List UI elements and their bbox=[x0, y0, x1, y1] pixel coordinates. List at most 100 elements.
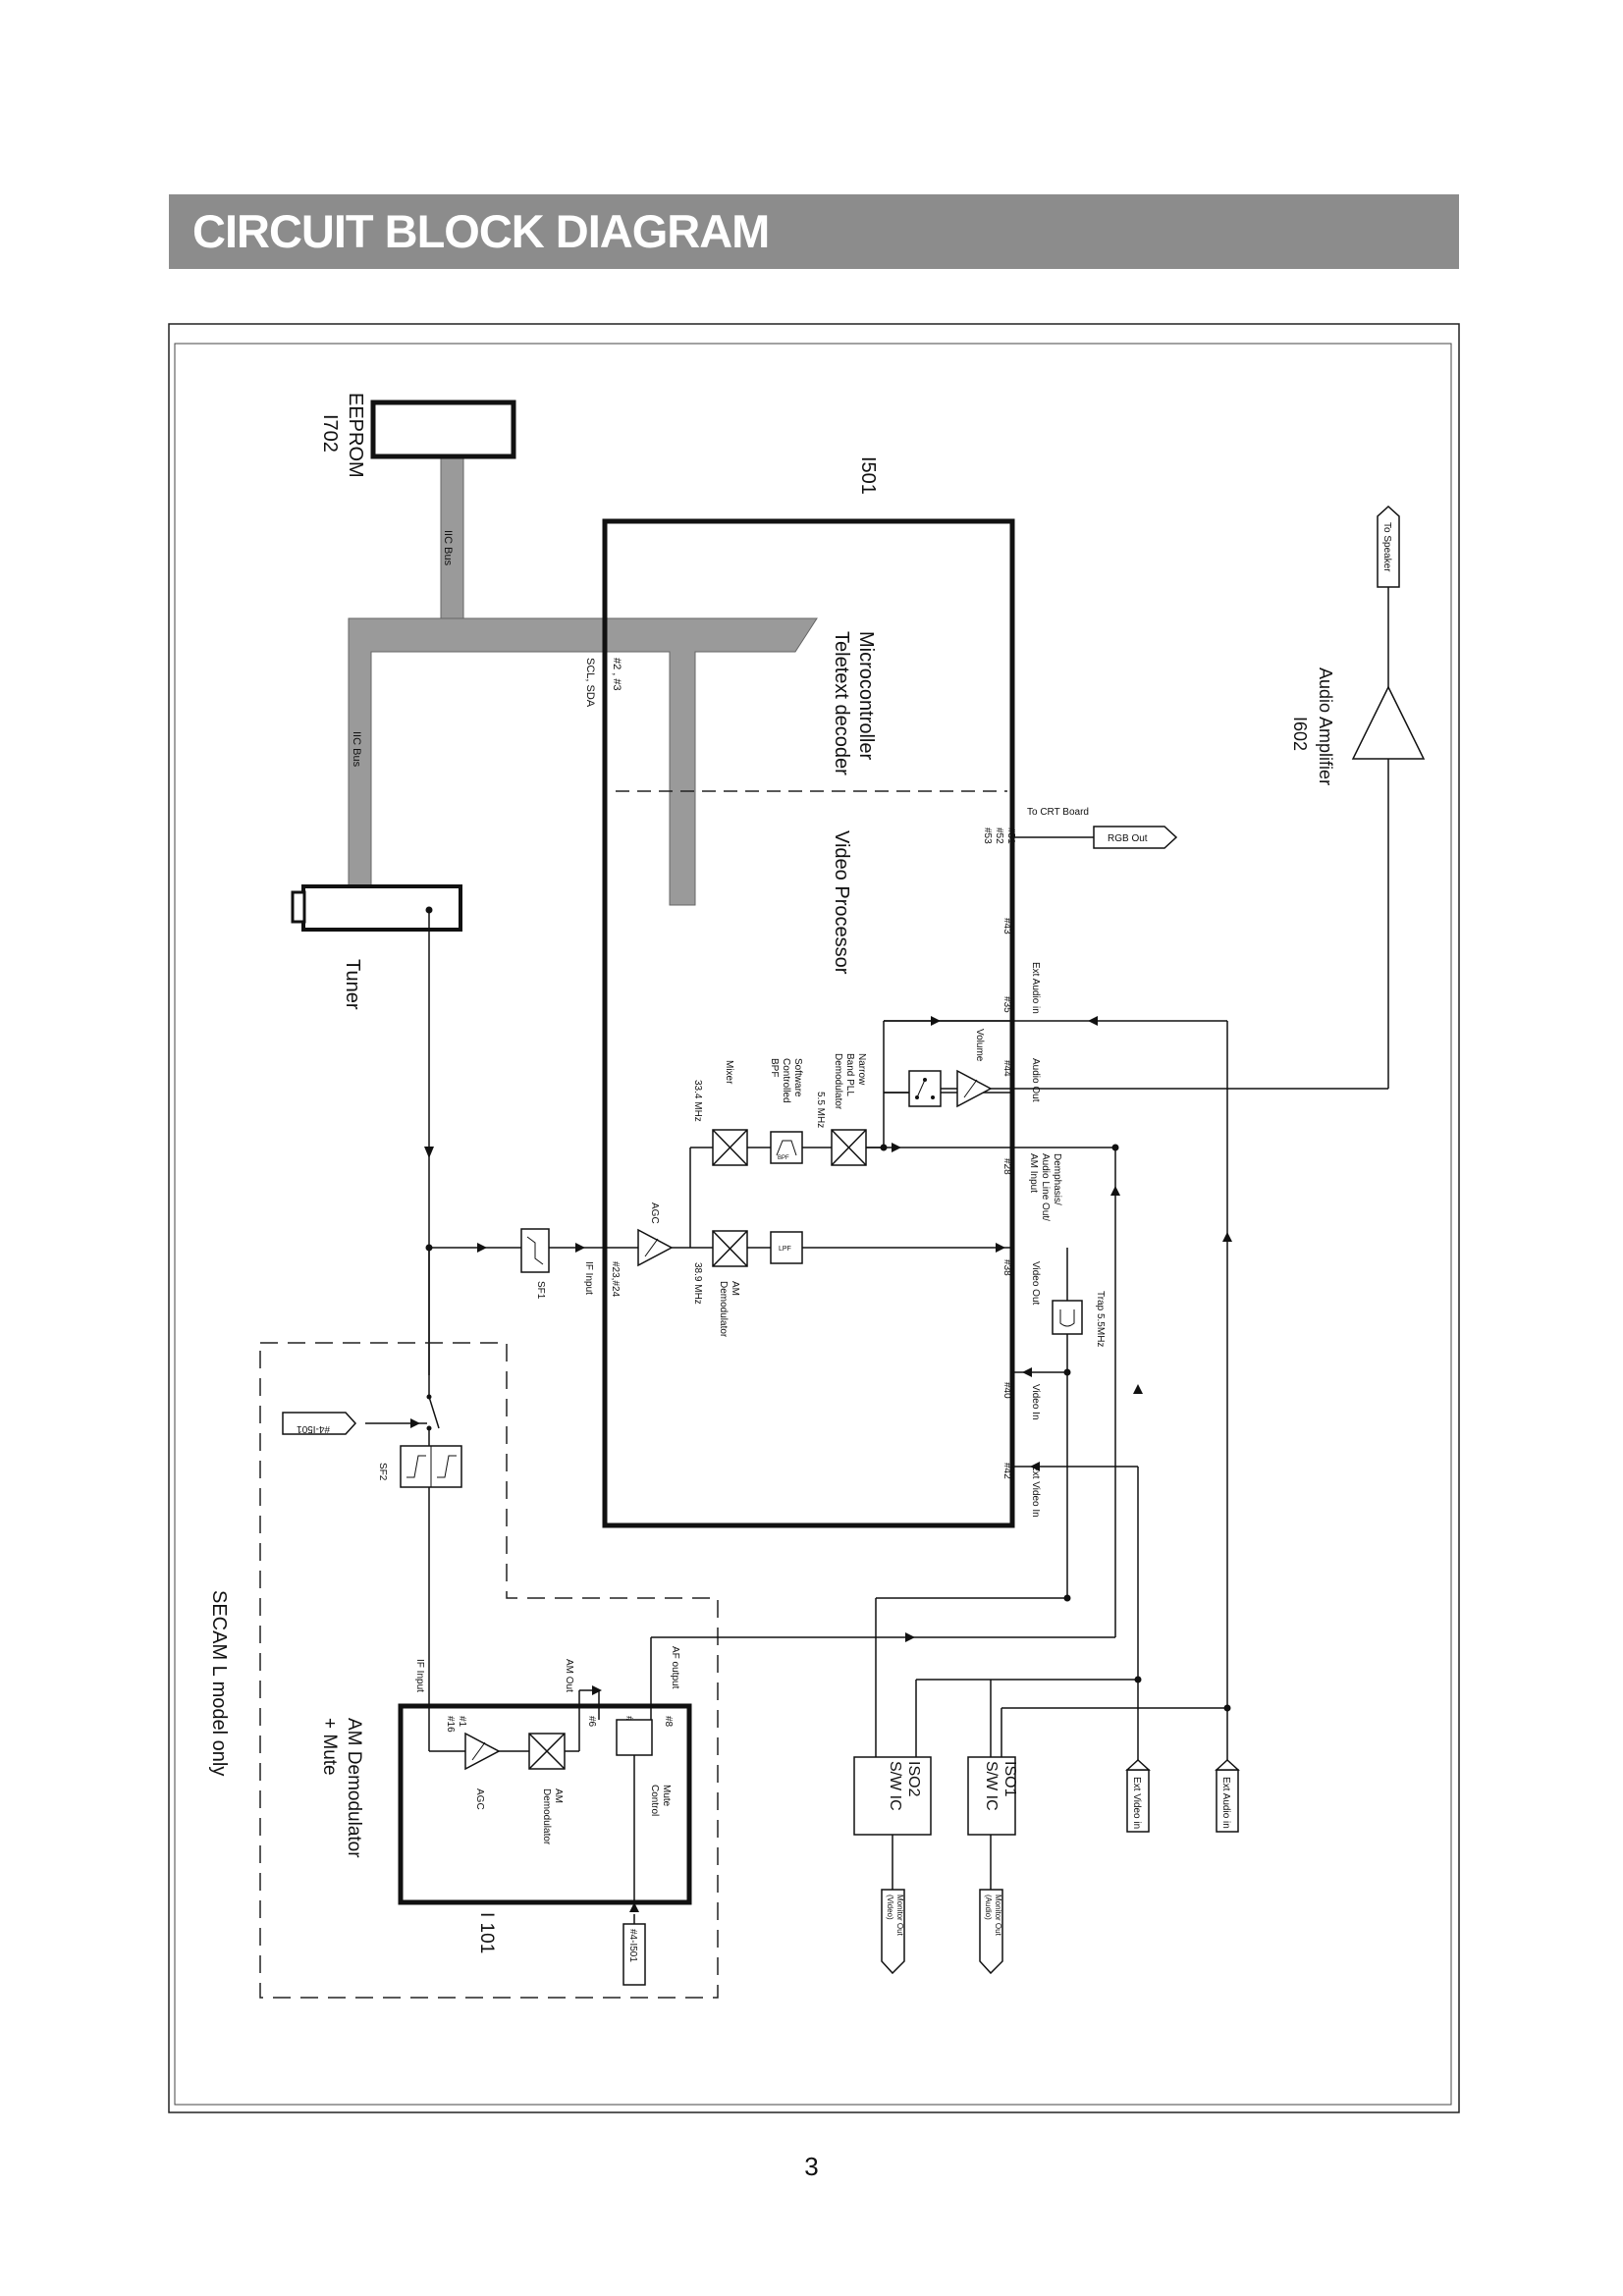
mute-box bbox=[616, 1719, 653, 1756]
iic-pins-label: SCL, SDA bbox=[584, 658, 596, 708]
node-iso-3 bbox=[1063, 1594, 1071, 1602]
ref-i501-2: #4-I501 bbox=[627, 1929, 638, 1962]
rgb-out-label: RGB Out bbox=[1108, 833, 1148, 844]
if-input-label: IF Input bbox=[583, 1261, 594, 1295]
demph-1: Demphasis/ bbox=[1052, 1153, 1062, 1205]
lpf-label: LPF bbox=[779, 1246, 791, 1253]
soft-1: Software bbox=[792, 1058, 803, 1097]
tuner-arrow bbox=[424, 1147, 434, 1158]
monitor-audio-2: (Audio) bbox=[984, 1895, 993, 1920]
secam-region bbox=[259, 1342, 719, 1999]
if-input-2: IF Input bbox=[414, 1659, 425, 1692]
pin-44: #44 bbox=[1001, 1060, 1012, 1077]
arrow-switch-mid bbox=[892, 1143, 901, 1152]
eeprom-ref: I702 bbox=[319, 414, 341, 453]
agc-label: AGC bbox=[649, 1202, 660, 1224]
iic-pins: #2 , #3 bbox=[611, 658, 622, 691]
inner-frame bbox=[174, 343, 1452, 2106]
iso1-line2: S/W IC bbox=[983, 1761, 1000, 1811]
demph-2: Audio Line Out/ bbox=[1040, 1153, 1051, 1221]
iso1-box bbox=[967, 1756, 1016, 1836]
trap-box bbox=[1052, 1300, 1083, 1335]
am-demod-freq: 38.9 MHz bbox=[692, 1262, 703, 1305]
node-iso-1 bbox=[1134, 1676, 1142, 1683]
sf2-label: SF2 bbox=[377, 1463, 388, 1481]
ext-audio-path bbox=[884, 1020, 1228, 1770]
i501-microcontroller: Microcontroller bbox=[855, 631, 877, 760]
arrow-am-out bbox=[592, 1685, 602, 1695]
i501-box bbox=[602, 518, 1015, 1528]
am-out-label: AM Out bbox=[564, 1659, 574, 1692]
am-block-ref: I 101 bbox=[476, 1912, 497, 1953]
pin-23-24: #23,#24 bbox=[610, 1261, 621, 1298]
iso2-box bbox=[853, 1756, 932, 1836]
audio-switch-box bbox=[908, 1070, 942, 1107]
iic-bus-left-label: IIC Bus bbox=[351, 731, 362, 768]
audio-amp-name: Audio Amplifier bbox=[1316, 667, 1335, 785]
pin-38: #38 bbox=[1001, 1259, 1012, 1276]
mixer-freq: 33.4 MHz bbox=[692, 1080, 703, 1122]
arrow-ext-video bbox=[1133, 1384, 1143, 1394]
node-trap bbox=[1063, 1368, 1071, 1376]
iso1-line1: ISO1 bbox=[1001, 1761, 1018, 1797]
arrow-video-in bbox=[1022, 1367, 1032, 1377]
am-demod-2: Demodulator bbox=[718, 1281, 729, 1338]
monitor-video-connector bbox=[881, 1889, 905, 1975]
arrow-lpf bbox=[996, 1243, 1005, 1253]
tuner-box bbox=[301, 884, 462, 932]
node-switch bbox=[880, 1144, 888, 1151]
ext-video-in-label: Ext Video In bbox=[1030, 1465, 1041, 1518]
audio-amp-ref: I602 bbox=[1290, 717, 1310, 751]
volume-amplifier bbox=[956, 1069, 993, 1108]
volume-label: Volume bbox=[974, 1029, 985, 1062]
i501-video-processor: Video Processor bbox=[831, 830, 852, 975]
to-speaker-label: To Speaker bbox=[1381, 522, 1392, 572]
sf1-label: SF1 bbox=[535, 1281, 546, 1300]
if-arrow-1 bbox=[477, 1243, 487, 1253]
if-node bbox=[425, 1244, 433, 1252]
ref-i501-1: #4-I501 bbox=[297, 1423, 330, 1434]
eeprom-box bbox=[370, 400, 516, 459]
if-arrow-2 bbox=[575, 1243, 585, 1253]
bpf-label: BPF bbox=[778, 1155, 789, 1161]
arrow-demph bbox=[1110, 1186, 1120, 1196]
af-output-label: AF output bbox=[670, 1646, 680, 1689]
rgb-out-connector bbox=[1093, 826, 1178, 849]
node-ext-audio bbox=[1111, 1144, 1119, 1151]
monitor-audio-connector bbox=[979, 1889, 1003, 1975]
arrow-mute bbox=[629, 1902, 639, 1912]
tuner-connector bbox=[291, 890, 306, 924]
mute-2: Control bbox=[649, 1785, 660, 1816]
pin-28: #28 bbox=[1001, 1158, 1012, 1175]
am-block-line1: AM Demodulator bbox=[344, 1718, 364, 1858]
soft-3: BPF bbox=[769, 1058, 780, 1077]
pin-51: #51 bbox=[1005, 828, 1016, 844]
iso2-line1: ISO2 bbox=[905, 1761, 922, 1797]
trap-label: Trap 5.5MHz bbox=[1095, 1291, 1106, 1347]
node-iso-2 bbox=[1223, 1704, 1231, 1712]
ext-audio-in-label: Ext Audio in bbox=[1030, 962, 1041, 1014]
soft-2: Controlled bbox=[781, 1058, 791, 1103]
monitor-video-2: (Video) bbox=[886, 1895, 894, 1920]
page-title: CIRCUIT BLOCK DIAGRAM bbox=[192, 205, 770, 257]
narrow-2: Band PLL bbox=[844, 1053, 855, 1096]
pin-35: #35 bbox=[1001, 996, 1012, 1013]
pin-52: #52 bbox=[994, 828, 1004, 844]
arrow-ref-1 bbox=[410, 1418, 420, 1428]
am-demod-1: AM bbox=[730, 1281, 740, 1296]
arrow-ext-audio-2 bbox=[1222, 1232, 1232, 1242]
pin-40: #40 bbox=[1001, 1382, 1012, 1399]
ext-audio-in-connector-label: Ext Audio in bbox=[1220, 1777, 1231, 1829]
mixer-label: Mixer bbox=[724, 1060, 734, 1085]
tuner-signal-path bbox=[428, 910, 601, 1375]
video-out-label: Video Out bbox=[1030, 1261, 1041, 1306]
i501-ref: I501 bbox=[857, 456, 879, 495]
iso2-line2: S/W IC bbox=[887, 1761, 903, 1811]
secam-label: SECAM L model only bbox=[208, 1590, 230, 1776]
am-demod2-2: Demodulator bbox=[541, 1789, 552, 1845]
pin-53: #53 bbox=[982, 828, 993, 844]
arrow-ext-audio-1 bbox=[1088, 1016, 1098, 1026]
am-demod2-1: AM bbox=[553, 1789, 564, 1803]
outer-frame bbox=[168, 323, 1460, 2113]
